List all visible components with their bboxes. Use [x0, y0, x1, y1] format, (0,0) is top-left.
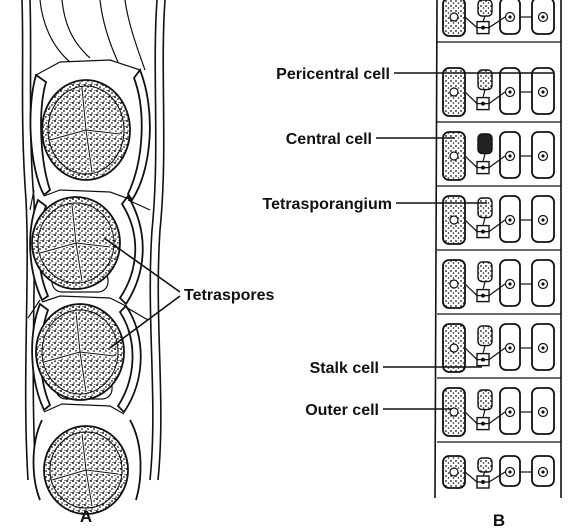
pericentral-cell [128, 70, 150, 200]
nucleus [450, 216, 458, 224]
panel-a-filament: A Tetraspores [22, 0, 275, 526]
cell-tier [437, 68, 561, 122]
nucleolus [541, 154, 544, 157]
cell-tier [437, 132, 561, 186]
outer-cell-label: Outer cell [305, 402, 379, 419]
pericentral-cell-label: Pericentral cell [276, 66, 390, 83]
nucleus [450, 468, 458, 476]
nucleolus [541, 90, 544, 93]
pericentral-cell [130, 420, 141, 500]
cell-tier [437, 0, 561, 42]
cell-wall [44, 404, 124, 414]
stalk-cell-label: Stalk cell [310, 360, 379, 377]
tetrasporangium [478, 458, 492, 472]
nucleolus [508, 470, 511, 473]
nucleolus [541, 470, 544, 473]
nucleolus [508, 154, 511, 157]
tetrasporangium [478, 198, 492, 218]
panel-b-caption: B [493, 511, 505, 530]
cell-tier [443, 456, 554, 488]
stalk-cell [483, 346, 485, 354]
stalk-cell [483, 218, 485, 226]
tetrasporangium [32, 197, 120, 289]
tetrasporangium [478, 390, 492, 410]
stalk-cell [483, 16, 485, 22]
tetrasporangium [478, 0, 492, 16]
stalk-cell [483, 90, 485, 98]
nucleus [450, 88, 458, 96]
nucleus [450, 152, 458, 160]
nucleolus [541, 218, 544, 221]
tetrasporangium-label: Tetrasporangium [263, 196, 393, 213]
cell-tier [437, 388, 561, 442]
nucleus [450, 344, 458, 352]
nucleolus [508, 90, 511, 93]
tetrasporangium [478, 134, 492, 154]
nucleolus [508, 218, 511, 221]
nucleolus [541, 282, 544, 285]
stalk-cell [483, 282, 485, 290]
nucleolus [508, 282, 511, 285]
nucleus [450, 13, 458, 21]
nucleolus [508, 15, 511, 18]
tetrasporangium [42, 80, 130, 180]
central-cell-label: Central cell [286, 131, 372, 148]
nucleolus [541, 346, 544, 349]
nucleolus [508, 410, 511, 413]
pericentral-cell [120, 196, 143, 304]
cell-wall [36, 60, 140, 75]
tetraspores-label: Tetraspores [184, 287, 275, 304]
panel-b-filament: B Pericentral cell Central cell Tetraspo… [263, 0, 562, 530]
stalk-cell [483, 410, 485, 418]
tetrasporangium [478, 326, 492, 346]
nucleolus [541, 15, 544, 18]
nucleus [450, 280, 458, 288]
cell-tier [437, 260, 561, 314]
nucleolus [508, 346, 511, 349]
stalk-cell [483, 154, 485, 162]
tetrasporangium [36, 304, 124, 400]
nucleolus [541, 410, 544, 413]
cell-tier [437, 196, 561, 250]
cell-tier [437, 324, 561, 378]
panel-a-caption: A [80, 507, 92, 526]
tetrasporangium [478, 262, 492, 282]
tetrasporangium [44, 426, 128, 514]
